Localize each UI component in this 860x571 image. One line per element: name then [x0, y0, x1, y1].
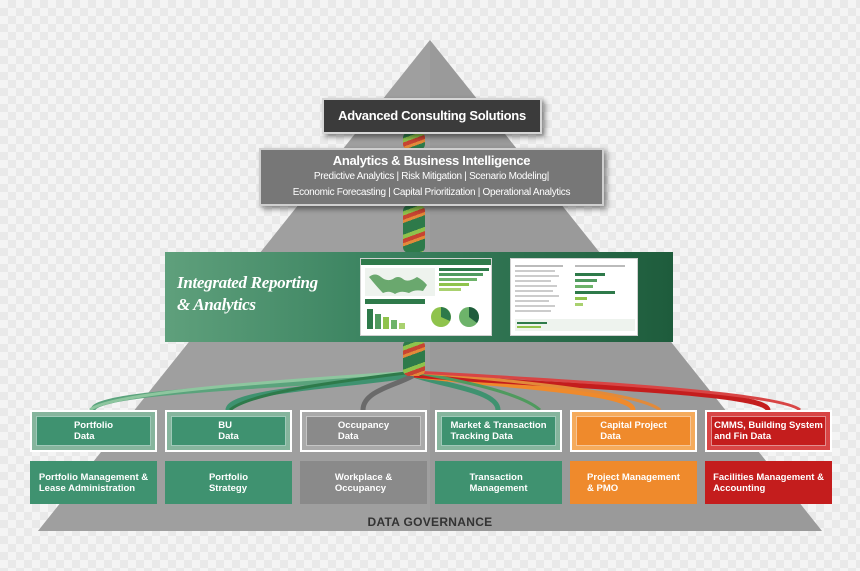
data-source-label: Occupancy Data	[306, 416, 421, 446]
dashboard-thumbnail-table	[510, 258, 638, 336]
data-governance-label: DATA GOVERNANCE	[367, 515, 493, 529]
connector-line	[413, 370, 801, 412]
function-box: Facilities Management & Accounting	[705, 461, 832, 504]
connector-line	[413, 372, 771, 412]
data-source-box: Portfolio Data	[30, 410, 157, 452]
analytics-bi-box: Analytics & Business Intelligence Predic…	[259, 148, 604, 206]
data-source-box: Capital Project Data	[570, 410, 697, 452]
data-source-box: BU Data	[165, 410, 292, 452]
data-source-label: Portfolio Data	[36, 416, 151, 446]
twisted-rope-segment	[403, 205, 425, 253]
advanced-consulting-title: Advanced Consulting Solutions	[338, 108, 526, 123]
connector-line	[89, 370, 415, 412]
function-box: Portfolio Strategy	[165, 461, 292, 504]
twisted-rope-segment	[403, 340, 425, 376]
data-source-box: Occupancy Data	[300, 410, 427, 452]
function-box: Portfolio Management & Lease Administrat…	[30, 461, 157, 504]
function-box: Transaction Management	[435, 461, 562, 504]
data-source-box: Market & Transaction Tracking Data	[435, 410, 562, 452]
advanced-consulting-box: Advanced Consulting Solutions	[322, 98, 542, 134]
analytics-bi-title: Analytics & Business Intelligence	[332, 153, 531, 168]
function-box: Workplace & Occupancy	[300, 461, 427, 504]
integrated-reporting-title: Integrated Reporting & Analytics	[177, 272, 357, 316]
connector-line	[413, 370, 542, 412]
data-source-label: Capital Project Data	[576, 416, 691, 446]
analytics-bi-line-2: Economic Forecasting | Capital Prioritiz…	[292, 187, 571, 198]
connector-lines	[89, 370, 801, 412]
connector-line	[228, 370, 415, 412]
data-source-label: BU Data	[171, 416, 286, 446]
analytics-bi-line-1: Predictive Analytics | Risk Mitigation |…	[313, 171, 550, 182]
dashboard-thumbnail-map	[360, 258, 492, 336]
data-source-box: CMMS, Building System and Fin Data	[705, 410, 832, 452]
data-source-label: CMMS, Building System and Fin Data	[711, 416, 826, 446]
integrated-reporting-line-1: Integrated Reporting	[177, 273, 318, 292]
integrated-reporting-line-2: & Analytics	[177, 295, 256, 314]
twisted-rope-segment	[403, 132, 425, 150]
function-box: Project Management & PMO	[570, 461, 697, 504]
connector-line	[360, 372, 416, 411]
data-source-label: Market & Transaction Tracking Data	[441, 416, 556, 446]
integrated-reporting-box: Integrated Reporting & Analytics	[165, 252, 673, 342]
